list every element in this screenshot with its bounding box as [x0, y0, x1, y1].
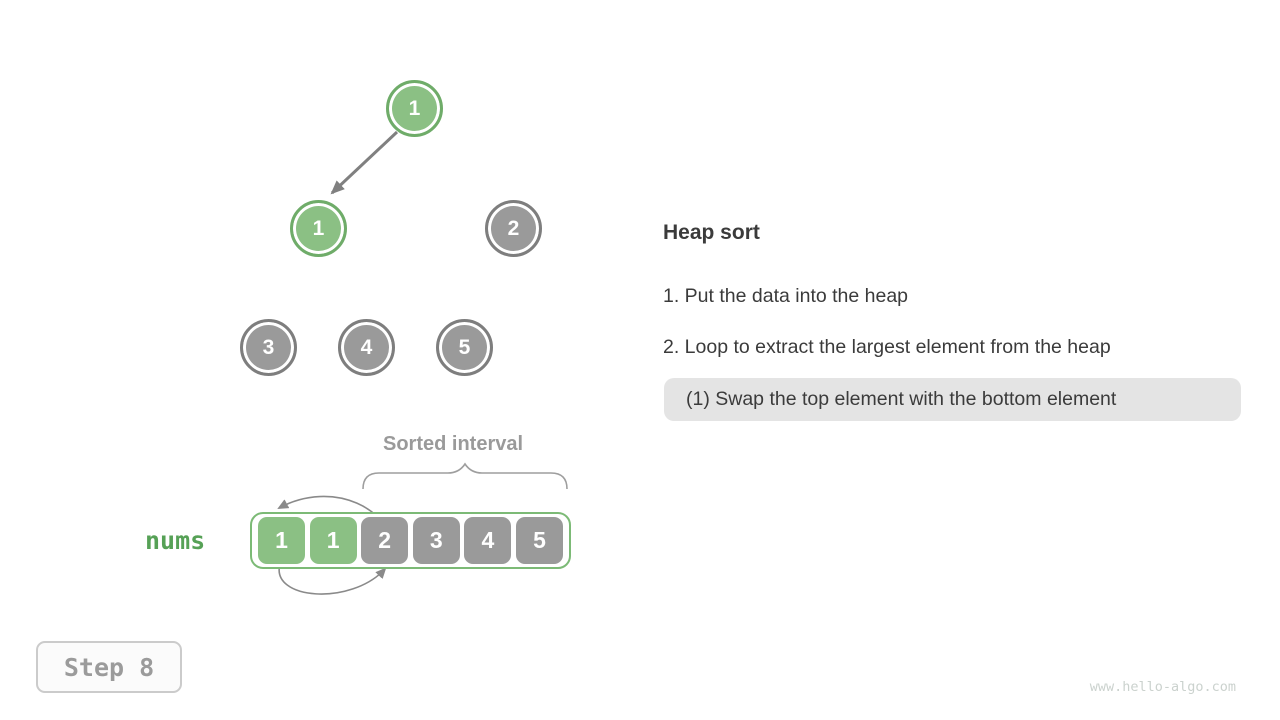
tree-node-value: 4: [360, 335, 373, 359]
array-cell-value: 4: [481, 527, 495, 553]
tree-node-value: 2: [507, 216, 520, 240]
tree-node-value: 1: [408, 96, 421, 120]
array-name-label: nums: [145, 526, 206, 555]
tree-node-value: 1: [312, 216, 325, 240]
nums-array: 1 1 2 3 4 5: [250, 512, 571, 569]
array-cell-value: 1: [275, 527, 288, 553]
sorted-interval-label: Sorted interval: [383, 433, 524, 455]
tree-node-right-child: 2: [485, 200, 542, 257]
sorted-interval-brace-icon: [362, 462, 568, 490]
tree-node-value: 3: [262, 335, 275, 359]
array-cell-value: 5: [533, 527, 546, 553]
array-cell-3: 3: [412, 517, 460, 564]
step-item-2: 2. Loop to extract the largest element f…: [663, 336, 1111, 358]
array-cell-value: 2: [378, 527, 392, 553]
step-indicator: Step 8: [36, 641, 182, 693]
array-cell-4: 4: [464, 517, 512, 564]
step-item-1: 1. Put the data into the heap: [663, 285, 909, 307]
step-indicator-label: Step 8: [63, 652, 155, 682]
active-substep-highlight: (1) Swap the top element with the bottom…: [664, 378, 1241, 421]
tree-node: 5: [436, 319, 493, 376]
site-watermark: www.hello-algo.com: [1089, 679, 1236, 695]
array-cell-2: 2: [361, 517, 409, 564]
array-cell-value: 3: [429, 527, 443, 553]
array-cell-value: 1: [326, 527, 340, 553]
tree-node: 3: [240, 319, 297, 376]
array-cell-0: 1: [258, 517, 305, 564]
tree-node-left-child: 1: [290, 200, 347, 257]
sift-down-arrow-icon: [330, 130, 399, 195]
tree-node-root: 1: [386, 80, 443, 137]
tree-node: 4: [338, 319, 395, 376]
tree-node-value: 5: [458, 335, 471, 359]
array-cell-1: 1: [309, 517, 357, 564]
panel-title: Heap sort: [663, 221, 760, 244]
active-substep-label: (1) Swap the top element with the bottom…: [686, 388, 1117, 410]
array-cell-5: 5: [515, 517, 563, 564]
